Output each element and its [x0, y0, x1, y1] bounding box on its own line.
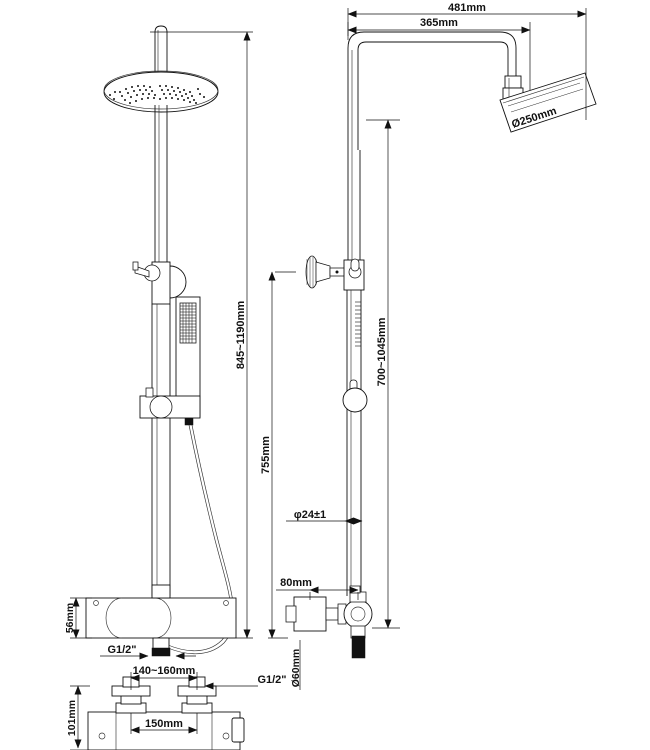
slider-holder-front — [139, 387, 201, 419]
slide-rail-side — [342, 290, 368, 596]
dim-arm-reach: 365mm — [420, 17, 458, 29]
thermostatic-mixer-front — [85, 584, 237, 657]
dim-overall-reach: 481mm — [448, 2, 486, 14]
dimension-annotations: 481mm 365mm 845~1190mm 755mm 700~1045mm … — [64, 2, 587, 750]
side-elevation-view: Ø250mm — [285, 31, 597, 659]
dim-wall-flange-diameter: Ø60mm — [290, 649, 302, 688]
dim-inlet-centres-range: 140~160mm — [133, 665, 196, 677]
riser-column-front — [154, 105, 168, 262]
dim-bracket-height: 755mm — [260, 436, 272, 474]
rain-shower-head-side: Ø250mm — [499, 72, 597, 133]
dim-valve-offset: 80mm — [280, 577, 312, 589]
front-elevation-view — [85, 25, 237, 657]
shower-arm-side — [347, 31, 517, 150]
wall-bracket-side — [305, 255, 365, 291]
dim-inlet-centres-nominal: 150mm — [145, 718, 183, 730]
dim-mixer-depth: 101mm — [66, 700, 78, 736]
rain-shower-head-front — [103, 70, 219, 113]
mixer-plan-detail-view — [87, 676, 245, 750]
dim-inlet-thread-front: G1/2" — [107, 644, 136, 656]
riser-upper-side — [347, 150, 361, 262]
dim-rail-diameter: φ24±1 — [294, 509, 326, 521]
dim-mixer-height: 56mm — [64, 603, 76, 633]
riser-lower-front — [151, 304, 171, 396]
dim-riser-range-left: 845~1190mm — [235, 301, 247, 369]
valve-body-side — [285, 585, 373, 659]
shower-hose — [167, 424, 232, 652]
riser-to-mixer — [151, 418, 171, 596]
dim-inlet-thread-plan: G1/2" — [257, 674, 286, 686]
dim-riser-range-right: 700~1045mm — [376, 317, 388, 386]
